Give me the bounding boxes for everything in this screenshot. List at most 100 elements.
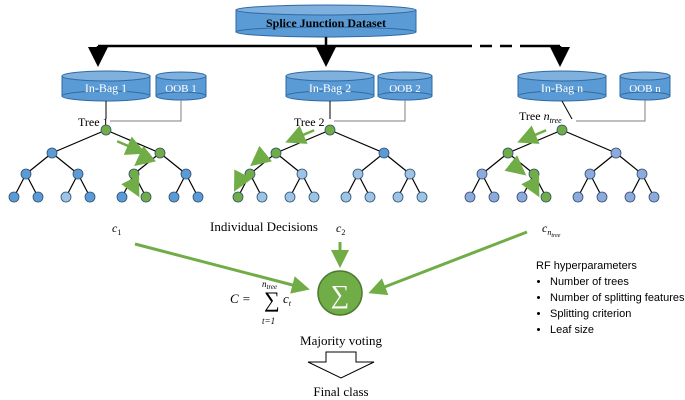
tree-edge bbox=[51, 152, 79, 175]
tree-leaf-node bbox=[572, 191, 584, 203]
path-arrow bbox=[521, 174, 540, 198]
tree-leaf-node bbox=[84, 191, 96, 203]
oob-1-label: OOB 1 bbox=[165, 83, 196, 95]
tree-edge bbox=[561, 129, 617, 154]
tree-leaf-node bbox=[232, 191, 244, 203]
tree-edge bbox=[159, 152, 187, 175]
vote-arrows bbox=[134, 230, 528, 296]
tree-edge bbox=[589, 152, 617, 175]
tree-node bbox=[180, 168, 192, 180]
tree-node bbox=[352, 168, 364, 180]
path-arrow bbox=[233, 169, 253, 192]
aggregation-formula: C = ntree ∑ t=1 ct bbox=[230, 279, 292, 326]
hyperparameter-item: Leaf size bbox=[550, 322, 685, 338]
oob-2-label: OOB 2 bbox=[389, 83, 420, 95]
tree-node bbox=[378, 147, 390, 159]
formula-sum-bottom: t=1 bbox=[262, 316, 275, 326]
path-arrow bbox=[121, 174, 140, 198]
path-arrow bbox=[134, 145, 156, 167]
decision-c2-label: c2 bbox=[336, 221, 345, 237]
path-arrow bbox=[116, 136, 147, 155]
path-arrow bbox=[504, 155, 527, 176]
hyperparameter-item: Number of trees bbox=[550, 274, 685, 290]
tree-node bbox=[636, 168, 648, 180]
tree-leaf-node bbox=[60, 191, 72, 203]
decision-trees bbox=[8, 124, 660, 203]
tree-leaf-node bbox=[308, 191, 320, 203]
oob-1-cylinder: OOB 1 bbox=[155, 71, 207, 101]
in-bag-2-label: In-Bag 2 bbox=[309, 81, 351, 95]
tree-leaf-node bbox=[488, 191, 500, 203]
tree-node bbox=[20, 168, 32, 180]
tree-leaf-node bbox=[340, 191, 352, 203]
tree-node bbox=[528, 168, 540, 180]
tree-leaf-node bbox=[256, 191, 268, 203]
tree-n-label: Tree ntree bbox=[519, 109, 562, 125]
formula-sigma: ∑ bbox=[264, 287, 280, 312]
tree-node bbox=[610, 147, 622, 159]
oob-feedback-lines bbox=[110, 100, 646, 122]
individual-decisions-label: Individual Decisions bbox=[210, 219, 318, 234]
tree-leaf-node bbox=[516, 191, 528, 203]
decision-c1-label: c1 bbox=[112, 221, 121, 237]
tree-root-node bbox=[556, 124, 568, 136]
tree-leaf-node bbox=[464, 191, 476, 203]
dataset-title: Splice Junction Dataset bbox=[266, 16, 386, 30]
distribution-lines bbox=[88, 37, 570, 67]
tree-leaf-node bbox=[192, 191, 204, 203]
oob-2-cylinder: OOB 2 bbox=[377, 71, 433, 101]
formula-lhs: C = bbox=[230, 291, 251, 306]
decision-tree bbox=[464, 124, 660, 203]
in-bag-down-lines bbox=[105, 100, 573, 120]
hyperparameters-title: RF hyperparameters bbox=[536, 260, 637, 272]
tree-edge bbox=[275, 129, 331, 154]
in-bag-n-label: In-Bag n bbox=[541, 81, 583, 95]
tree-root-node bbox=[324, 124, 336, 136]
decision-tree bbox=[8, 124, 204, 203]
in-bag-2-cylinder: In-Bag 2 bbox=[285, 70, 375, 102]
tree-leaf-node bbox=[8, 191, 20, 203]
tree-leaf-node bbox=[596, 191, 608, 203]
tree-edge bbox=[51, 129, 107, 154]
tree-node bbox=[46, 147, 58, 159]
tree-edge bbox=[275, 152, 303, 175]
final-class-label: Final class bbox=[313, 384, 368, 399]
dataset-cylinder: Splice Junction Dataset bbox=[235, 4, 417, 38]
tree-node bbox=[584, 168, 596, 180]
majority-voting-node: ∑ bbox=[317, 270, 363, 316]
formula-sum-top: ntree bbox=[262, 279, 277, 291]
hyperparameters-panel: RF hyperparameters Number of trees Numbe… bbox=[536, 258, 685, 338]
tree-node bbox=[476, 168, 488, 180]
tree-node bbox=[154, 147, 166, 159]
tree-edge bbox=[481, 152, 509, 175]
tree-edge bbox=[329, 129, 385, 154]
sum-symbol: ∑ bbox=[331, 280, 350, 309]
tree-1-label: Tree 1 bbox=[78, 115, 109, 129]
in-bag-n-cylinder: In-Bag n bbox=[517, 70, 607, 102]
path-arrow bbox=[285, 125, 315, 144]
tree-edge bbox=[507, 129, 563, 154]
tree-leaf-node bbox=[540, 191, 552, 203]
in-bag-1-label: In-Bag 1 bbox=[85, 81, 127, 95]
tree-edge bbox=[383, 152, 411, 175]
tree-node bbox=[502, 147, 514, 159]
formula-term: ct bbox=[283, 291, 292, 308]
path-arrow bbox=[250, 145, 272, 167]
tree-node bbox=[72, 168, 84, 180]
hyperparameter-item: Number of splitting features bbox=[550, 290, 685, 306]
tree-leaf-node bbox=[364, 191, 376, 203]
tree-leaf-node bbox=[284, 191, 296, 203]
final-class-arrow bbox=[307, 351, 375, 379]
tree-2-label: Tree 2 bbox=[294, 115, 325, 129]
tree-node bbox=[270, 147, 282, 159]
tree-edge bbox=[615, 152, 643, 175]
tree-node bbox=[244, 168, 256, 180]
path-arrow bbox=[517, 125, 547, 144]
tree-leaf-node bbox=[624, 191, 636, 203]
tree-node bbox=[296, 168, 308, 180]
tree-leaf-node bbox=[392, 191, 404, 203]
tree-edge bbox=[25, 152, 53, 175]
majority-voting-label: Majority voting bbox=[300, 333, 382, 348]
oob-n-cylinder: OOB n bbox=[619, 71, 671, 101]
